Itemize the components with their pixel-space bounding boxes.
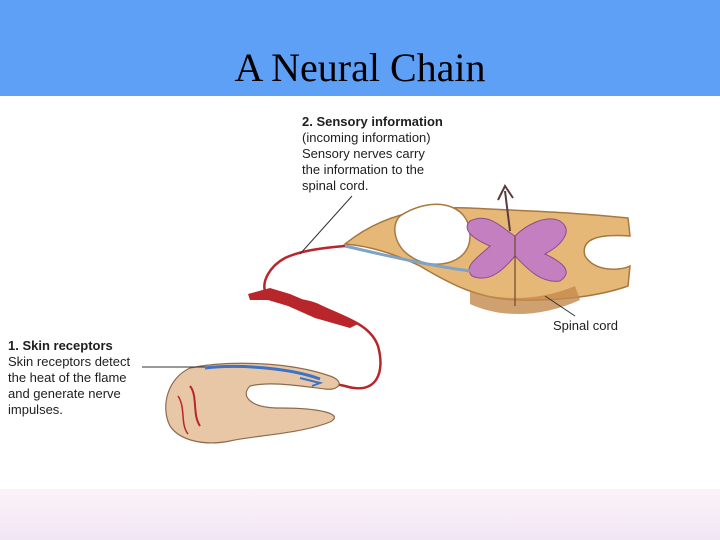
neural-chain-diagram: 2. Sensory information (incoming informa… [0,96,720,489]
title-bar [0,0,720,96]
spinal-cord-section [343,184,631,315]
label-skin-line: impulses. [8,402,63,417]
label-sensory-line: Sensory nerves carry [302,146,425,161]
sensory-leader-line [299,195,353,255]
label-sensory-line: (incoming information) [302,130,431,145]
label-sensory-information: 2. Sensory information (incoming informa… [302,114,443,194]
label-sensory-heading: 2. Sensory information [302,114,443,129]
footer-band [0,489,720,540]
hand-illustration [165,362,340,444]
neural-illustration [142,184,631,444]
label-skin-line: Skin receptors detect [8,354,131,369]
label-skin-line: and generate nerve [8,386,121,401]
label-sensory-line: the information to the [302,162,425,177]
label-skin-receptors: 1. Skin receptors Skin receptors detect … [8,338,130,418]
label-spinal-cord: Spinal cord [553,318,619,333]
label-skin-heading: 1. Skin receptors [8,338,113,353]
spinal-cord-leader-line [544,295,576,317]
label-skin-line: the heat of the flame [8,370,127,385]
slide-title: A Neural Chain [234,45,486,90]
label-sensory-line: spinal cord. [302,178,369,193]
